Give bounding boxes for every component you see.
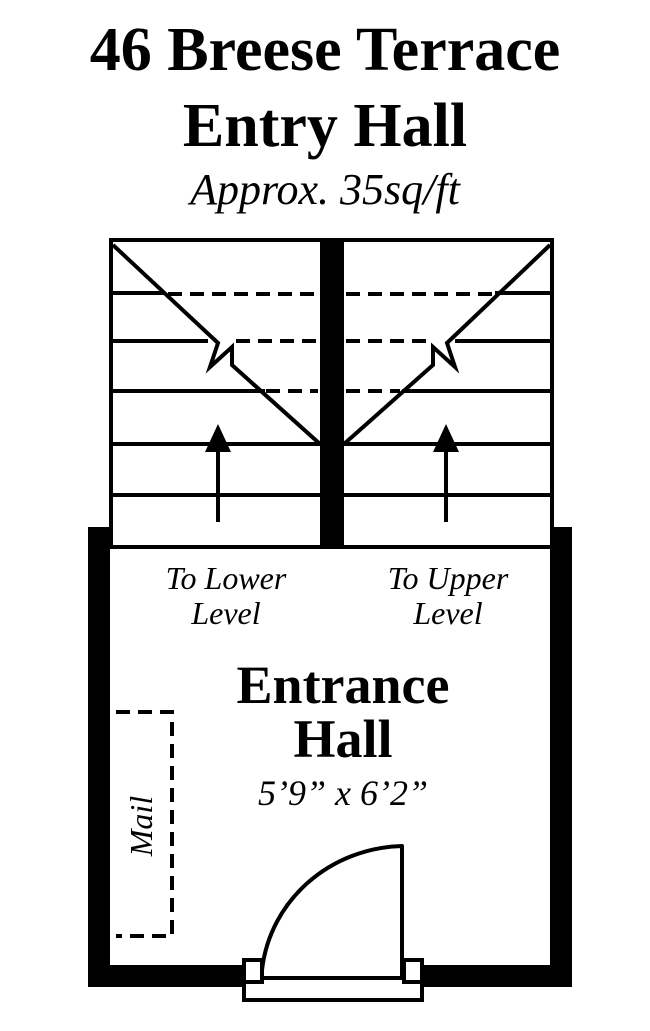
lower-level-label-line2: Level bbox=[190, 595, 260, 631]
room-name-line1: Entrance bbox=[237, 655, 450, 715]
area-subtitle: Approx. 35sq/ft bbox=[190, 165, 460, 214]
right-stair-dashed bbox=[346, 292, 494, 393]
door-swing-icon bbox=[260, 844, 404, 980]
left-arrow-icon bbox=[205, 424, 231, 522]
door-jamb-right bbox=[402, 958, 424, 984]
door-jamb-left bbox=[242, 958, 264, 984]
right-break-line bbox=[342, 243, 552, 446]
mail-label: Mail bbox=[123, 796, 159, 858]
title-line-2: Entry Hall bbox=[182, 92, 468, 160]
room-name-line2: Hall bbox=[293, 709, 392, 769]
title-line-1: 46 Breese Terrace bbox=[89, 16, 561, 84]
mail-outline bbox=[116, 710, 174, 938]
upper-level-label-line1: To Upper bbox=[388, 560, 509, 596]
right-arrow-icon bbox=[433, 424, 459, 522]
stair-divider-wall bbox=[320, 240, 344, 547]
hall-walls bbox=[88, 527, 572, 987]
stair-block bbox=[109, 238, 554, 549]
bottom-wall-left bbox=[88, 965, 244, 987]
left-wall bbox=[88, 527, 110, 987]
door-threshold bbox=[242, 976, 424, 1002]
room-labels: Entrance Hall 5’9” x 6’2” bbox=[237, 655, 450, 813]
mail-area: Mail bbox=[116, 710, 174, 938]
left-break-line bbox=[111, 243, 322, 446]
room-dimensions: 5’9” x 6’2” bbox=[258, 773, 428, 813]
bottom-wall-right bbox=[422, 965, 572, 987]
upper-level-label-line2: Level bbox=[412, 595, 482, 631]
lower-level-label-line1: To Lower bbox=[166, 560, 287, 596]
stair-labels: To Lower Level To Upper Level bbox=[166, 560, 509, 631]
left-stair-dashed bbox=[168, 292, 318, 393]
right-wall bbox=[550, 527, 572, 987]
entry-door bbox=[242, 844, 424, 1002]
